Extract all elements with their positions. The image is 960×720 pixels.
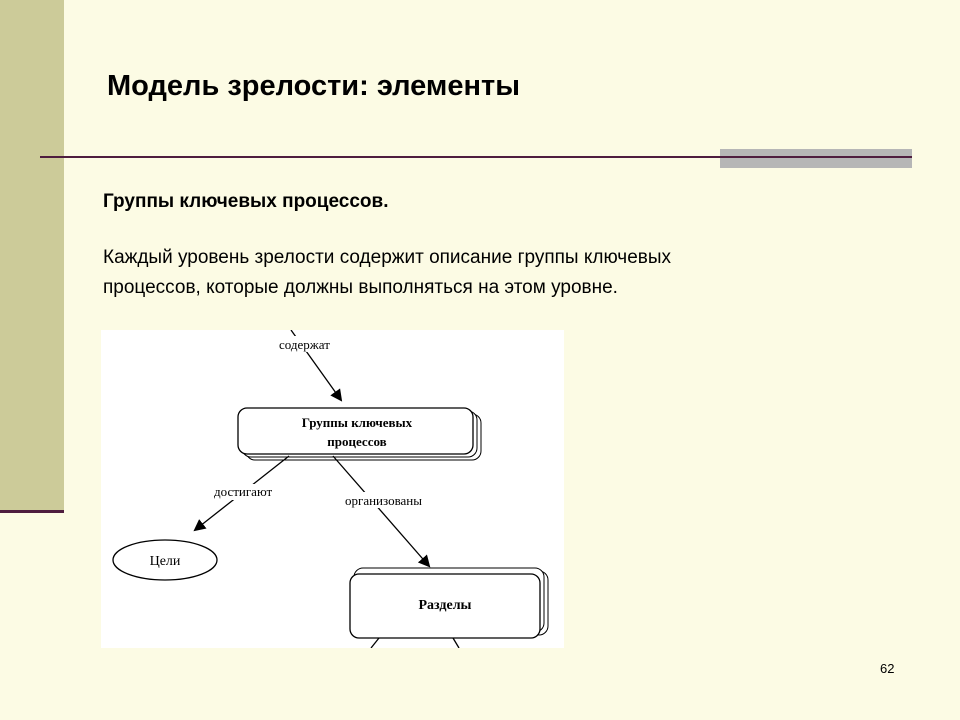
side-panel-divider <box>0 510 64 513</box>
node-goals <box>112 539 218 581</box>
edge-organized-label: организованы <box>345 493 422 508</box>
page-number: 62 <box>880 661 895 676</box>
node-sections <box>349 573 541 639</box>
edge-continue-right <box>452 637 460 648</box>
edge-organized-arrow <box>332 455 431 568</box>
node-key-process-areas-label-line1: Группы ключевых <box>302 415 413 430</box>
side-panel <box>0 0 64 512</box>
edge-achieve-label: достигают <box>214 484 272 499</box>
title-divider-accent-top <box>720 149 912 156</box>
node-sections-label: Разделы <box>418 598 471 613</box>
node-key-process-areas-label-line2: процессов <box>327 434 386 449</box>
title-divider <box>40 156 912 158</box>
body-paragraph: Каждый уровень зрелости содержит описани… <box>103 243 863 303</box>
section-heading: Группы ключевых процессов. <box>103 191 389 212</box>
slide-title: Модель зрелости: элементы <box>107 70 520 102</box>
body-line: процессов, которые должны выполняться на… <box>103 277 618 298</box>
body-line: Каждый уровень зрелости содержит описани… <box>103 247 672 268</box>
node-goals-label: Цели <box>150 554 181 569</box>
edge-continue-left <box>370 637 380 648</box>
process-diagram: содержат Группы ключевых процессов дости… <box>101 330 564 648</box>
node-key-process-areas <box>237 407 474 455</box>
edge-contains-label: содержат <box>279 337 330 352</box>
title-divider-accent-bottom <box>720 158 912 168</box>
